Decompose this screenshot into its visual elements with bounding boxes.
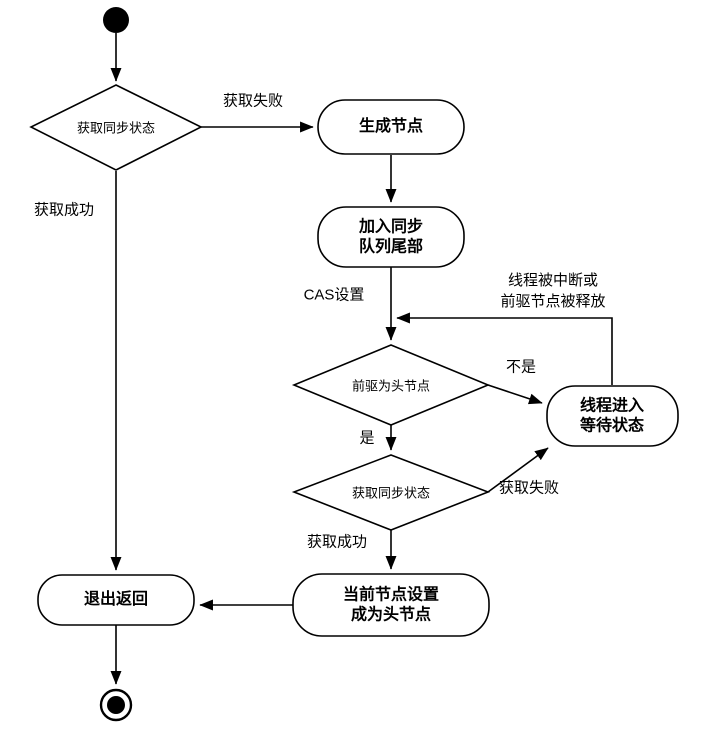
decision-acquire-inner-shape	[291, 454, 491, 531]
edge-label-not: 不是	[505, 358, 537, 376]
edge-label-interrupted-line2: 前驱节点被释放	[500, 293, 606, 310]
edge-interrupted-return	[396, 312, 613, 385]
action-create-node-shape	[317, 99, 465, 155]
decision-acquire-outer-shape	[29, 84, 203, 171]
end-node-ring	[99, 688, 133, 722]
decision-pred-head-shape	[291, 344, 491, 426]
edge-label-acquire-success-outer: 获取成功	[33, 201, 95, 219]
edge-acquire-fail-inner	[487, 447, 549, 493]
edge-label-acquire-fail-inner: 获取失败	[498, 479, 560, 497]
action-sethead-label: 当前节点设置 成为头节点	[343, 585, 439, 624]
edge-not-head	[487, 384, 543, 405]
action-create-node-label: 生成节点	[358, 118, 424, 136]
action-exit-label: 退出返回	[83, 591, 149, 609]
end-node-core	[107, 696, 125, 714]
action-wait-shape	[546, 385, 679, 447]
decision-acquire-inner-label: 获取同步状态	[351, 485, 431, 501]
edge-label-acquire-success-inner: 获取成功	[306, 533, 368, 551]
action-enqueue-label-line2: 队列尾部	[358, 238, 424, 255]
start-node	[103, 7, 129, 33]
edge-label-yes: 是	[359, 429, 375, 447]
edge-label-interrupted: 线程被中断或 前驱节点被释放	[500, 269, 605, 311]
action-enqueue-shape	[317, 206, 465, 268]
action-wait-label-line1: 线程进入	[579, 397, 645, 415]
action-sethead-shape	[292, 573, 490, 637]
action-wait-label: 线程进入 等待状态	[580, 396, 644, 435]
action-sethead-label-line1: 当前节点设置	[342, 586, 440, 604]
decision-acquire-outer-label: 获取同步状态	[76, 120, 156, 136]
edge-label-cas-set: CAS设置	[303, 286, 365, 304]
decision-pred-head-label: 前驱为头节点	[351, 378, 431, 394]
edge-label-interrupted-line1: 线程被中断或	[507, 272, 599, 289]
action-wait-label-line2: 等待状态	[579, 417, 645, 434]
action-enqueue-label: 加入同步 队列尾部	[359, 217, 423, 256]
action-sethead-label-line2: 成为头节点	[350, 606, 432, 623]
edge-label-acquire-fail-outer: 获取失败	[222, 92, 284, 110]
action-enqueue-label-line1: 加入同步	[358, 218, 424, 236]
action-exit-shape	[37, 574, 195, 626]
